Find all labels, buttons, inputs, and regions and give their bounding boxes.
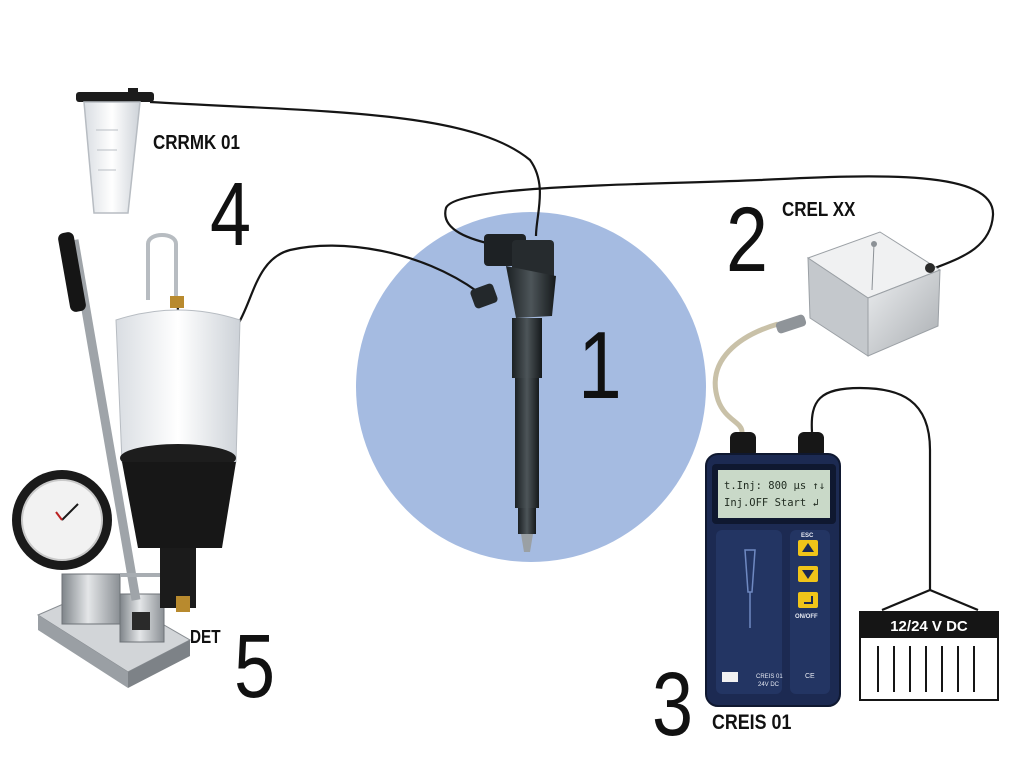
component-number-5: 5 bbox=[234, 617, 276, 717]
lcd-line-2: Inj.OFF Start ↲ bbox=[724, 497, 819, 509]
component-label-4: CRRMK 01 bbox=[153, 132, 240, 154]
component-label-3: CREIS 01 bbox=[712, 711, 792, 734]
esc-key-label: ESC bbox=[801, 533, 814, 539]
battery-symbol bbox=[859, 588, 999, 701]
power-supply-label: 12/24 V DC bbox=[890, 618, 968, 635]
injector bbox=[470, 234, 556, 552]
pump-test-bench bbox=[12, 232, 241, 688]
tester-model-label: CREIS 01 bbox=[756, 674, 783, 680]
cables bbox=[149, 100, 995, 590]
ce-mark: CE bbox=[805, 673, 815, 680]
component-label-2: CREL XX bbox=[782, 199, 856, 221]
onoff-key-label: ON/OFF bbox=[795, 614, 818, 620]
component-number-2: 2 bbox=[726, 189, 768, 291]
creis-control-unit bbox=[705, 432, 841, 707]
component-number-1: 1 bbox=[578, 312, 622, 419]
tester-voltage-label: 24V DC bbox=[758, 682, 780, 688]
lcd-line-1: t.Inj: 800 µs ↑↓ bbox=[724, 480, 825, 492]
component-number-3: 3 bbox=[652, 655, 694, 755]
component-number-4: 4 bbox=[210, 165, 252, 265]
crel-adapter-box bbox=[775, 231, 942, 357]
tester-cable bbox=[712, 321, 779, 433]
component-label-5: DET bbox=[190, 627, 221, 647]
measuring-cup bbox=[76, 88, 154, 214]
